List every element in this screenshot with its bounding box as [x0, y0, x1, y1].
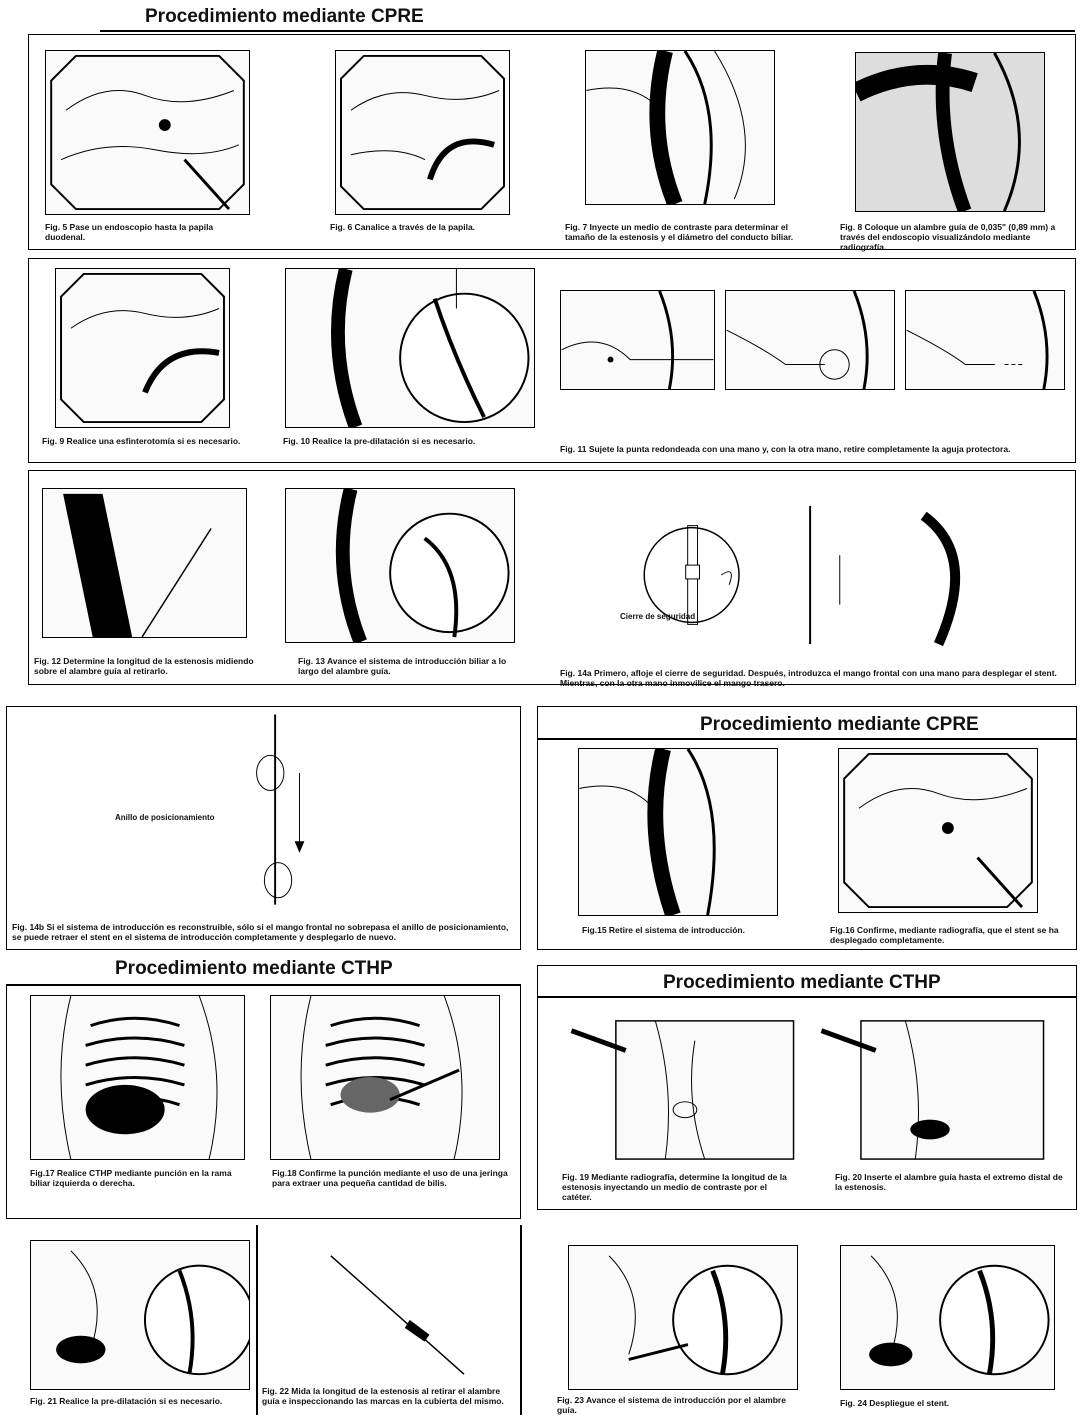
caption-fig7: Fig. 7 Inyecte un medio de contraste par… [565, 222, 795, 252]
divider [100, 30, 1075, 32]
section-heading-cpre-2: Procedimiento mediante CPRE [700, 714, 979, 736]
fig24-illustration [840, 1245, 1055, 1390]
divider [537, 996, 1077, 998]
caption-fig6: Fig. 6 Canalice a través de la papila. [330, 222, 530, 236]
caption-fig21: Fig. 21 Realice la pre-dilatación si es … [30, 1396, 250, 1420]
section-heading-cthp-2: Procedimiento mediante CTHP [663, 972, 941, 994]
fig7-illustration [585, 50, 775, 205]
fig21-illustration [30, 1240, 250, 1390]
fig9-illustration [55, 268, 230, 428]
positioning-ring-label: Anillo de posicionamiento [115, 813, 215, 822]
fig20-illustration [815, 1010, 1050, 1165]
caption-fig10: Fig. 10 Realice la pre-dilatación si es … [283, 436, 533, 450]
fig18-illustration [270, 995, 500, 1160]
divider-vertical [256, 1225, 258, 1415]
fig11-illustration-3 [905, 290, 1065, 390]
caption-fig22: Fig. 22 Mida la longitud de la estenosis… [262, 1386, 517, 1420]
caption-fig19: Fig. 19 Mediante radiografía, determine … [562, 1172, 792, 1206]
caption-fig12: Fig. 12 Determine la longitud de la este… [34, 656, 274, 680]
caption-fig9: Fig. 9 Realice una esfinterotomía si es … [42, 436, 272, 450]
fig22-illustration [270, 1240, 510, 1390]
caption-fig14a: Fig. 14a Primero, afloje el cierre de se… [560, 668, 1060, 692]
fig19-illustration [565, 1010, 800, 1165]
caption-fig17: Fig.17 Realice CTHP mediante punción en … [30, 1168, 250, 1192]
caption-fig16: Fig.16 Confirme, mediante radiografía, q… [830, 925, 1070, 949]
fig8-illustration [855, 52, 1045, 212]
caption-fig20: Fig. 20 Inserte el alambre guía hasta el… [835, 1172, 1065, 1196]
caption-fig18: Fig.18 Confirme la punción mediante el u… [272, 1168, 512, 1202]
safety-lock-label: Cierre de seguridad [620, 612, 695, 621]
fig10-illustration [285, 268, 535, 428]
caption-fig23: Fig. 23 Avance el sistema de introducció… [557, 1395, 797, 1419]
fig23-illustration [568, 1245, 798, 1390]
section-heading-cthp: Procedimiento mediante CTHP [115, 958, 393, 980]
caption-fig13: Fig. 13 Avance el sistema de introducció… [298, 656, 528, 680]
caption-fig14b: Fig. 14b Si el sistema de introducción e… [12, 922, 512, 948]
fig14b-illustration [240, 712, 320, 907]
divider-vertical [520, 1225, 522, 1415]
fig17-illustration [30, 995, 245, 1160]
section-heading-cpre: Procedimiento mediante CPRE [145, 6, 424, 28]
fig14a-illustration [600, 495, 1040, 655]
fig6-illustration [335, 50, 510, 215]
fig12-illustration [42, 488, 247, 638]
caption-fig11: Fig. 11 Sujete la punta redondeada con u… [560, 444, 1070, 458]
caption-fig15: Fig.15 Retire el sistema de introducción… [582, 925, 802, 939]
fig16-illustration [838, 748, 1038, 913]
caption-fig8: Fig. 8 Coloque un alambre guía de 0,035"… [840, 222, 1070, 252]
fig5-illustration [45, 50, 250, 215]
fig11-illustration-1 [560, 290, 715, 390]
fig11-illustration-2 [725, 290, 895, 390]
caption-fig5: Fig. 5 Pase un endoscopio hasta la papil… [45, 222, 250, 246]
fig15-illustration [578, 748, 778, 916]
fig13-illustration [285, 488, 515, 643]
divider [537, 738, 1077, 740]
caption-fig24: Fig. 24 Despliegue el stent. [840, 1398, 1060, 1412]
